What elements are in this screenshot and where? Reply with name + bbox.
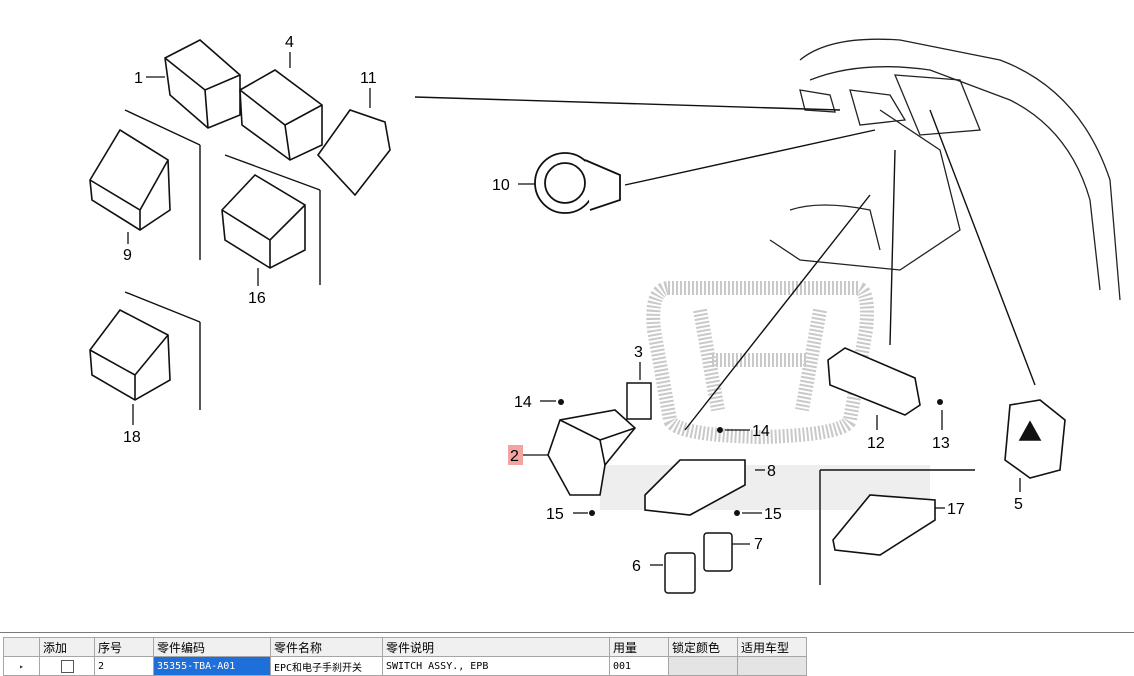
- col-header-part-name[interactable]: 零件名称: [270, 637, 383, 657]
- callout-8: 8: [767, 463, 776, 480]
- part-5-hazard-switch: [1004, 399, 1066, 479]
- cell-lock-color[interactable]: [668, 656, 738, 676]
- callout-2: 2: [510, 448, 519, 465]
- honda-logo-watermark: [646, 281, 874, 445]
- parts-diagram: 1 2 3 4 5 6 7 8 9 10 11 12 13 14 14 15 1…: [89, 34, 1121, 594]
- cell-seq[interactable]: 2: [94, 656, 154, 676]
- table-header-row: 添加 序号 零件编码 零件名称 零件说明 用量 锁定颜色 适用车型: [3, 637, 807, 657]
- col-header-part-code[interactable]: 零件编码: [153, 637, 271, 657]
- cell-part-desc[interactable]: SWITCH ASSY., EPB: [382, 656, 610, 676]
- cell-part-name[interactable]: EPC和电子手刹开关: [270, 656, 383, 676]
- table-row[interactable]: ▸ 2 35355-TBA-A01 EPC和电子手刹开关 SWITCH ASSY…: [3, 656, 807, 676]
- callout-6: 6: [632, 558, 641, 575]
- callout-7: 7: [754, 536, 763, 553]
- part-2-epb-switch: [547, 409, 637, 496]
- screws: [558, 399, 943, 516]
- add-checkbox-cell[interactable]: [39, 656, 95, 676]
- col-header-qty[interactable]: 用量: [609, 637, 669, 657]
- callout-14-left: 14: [514, 394, 532, 411]
- part-3-switch: [626, 382, 652, 420]
- part-10-knob: [534, 152, 621, 214]
- callout-14-right: 14: [752, 423, 770, 440]
- callout-10: 10: [492, 177, 510, 194]
- part-17-panel: [832, 494, 936, 556]
- callout-11: 11: [360, 70, 377, 87]
- leader-lines: [124, 96, 1036, 585]
- callout-16: 16: [248, 290, 266, 307]
- callout-ticks: [127, 52, 1021, 566]
- col-header-indicator: [3, 637, 40, 657]
- part-12-panel: [827, 347, 921, 416]
- part-6-switch: [664, 552, 696, 594]
- callout-1: 1: [134, 70, 143, 87]
- part-7-switch: [703, 532, 733, 572]
- parts-grid: 添加 序号 零件编码 零件名称 零件说明 用量 锁定颜色 适用车型 ▸ 2 35…: [0, 632, 1134, 676]
- callout-13: 13: [932, 435, 950, 452]
- callout-15-right: 15: [764, 506, 782, 523]
- part-11-bracket: [316, 109, 391, 197]
- cell-model[interactable]: [737, 656, 807, 676]
- row-indicator-icon: ▸: [3, 656, 40, 676]
- callout-18: 18: [123, 429, 141, 446]
- part-18-switch: [89, 308, 171, 401]
- part-1-switch: [164, 39, 241, 129]
- callout-17: 17: [947, 501, 965, 518]
- callout-15-left: 15: [546, 506, 564, 523]
- part-8-panel: [644, 459, 746, 516]
- part-9-switch: [89, 128, 171, 231]
- callout-12: 12: [867, 435, 885, 452]
- add-checkbox[interactable]: [60, 659, 74, 673]
- part-16-switch: [221, 173, 306, 269]
- cell-qty[interactable]: 001: [609, 656, 669, 676]
- callout-9: 9: [123, 247, 132, 264]
- col-header-part-desc[interactable]: 零件说明: [382, 637, 610, 657]
- col-header-lock-color[interactable]: 锁定颜色: [668, 637, 738, 657]
- callout-4: 4: [285, 34, 294, 51]
- col-header-model[interactable]: 适用车型: [737, 637, 807, 657]
- callout-3: 3: [634, 344, 643, 361]
- col-header-add[interactable]: 添加: [39, 637, 95, 657]
- dashboard-outline: [769, 38, 1121, 301]
- parts-table: 添加 序号 零件编码 零件名称 零件说明 用量 锁定颜色 适用车型 ▸ 2 35…: [3, 637, 807, 676]
- callout-5: 5: [1014, 496, 1023, 513]
- part-4-switch: [239, 69, 323, 161]
- cell-part-code[interactable]: 35355-TBA-A01: [153, 656, 271, 676]
- callout-2-highlight: [508, 445, 523, 465]
- col-header-seq[interactable]: 序号: [94, 637, 154, 657]
